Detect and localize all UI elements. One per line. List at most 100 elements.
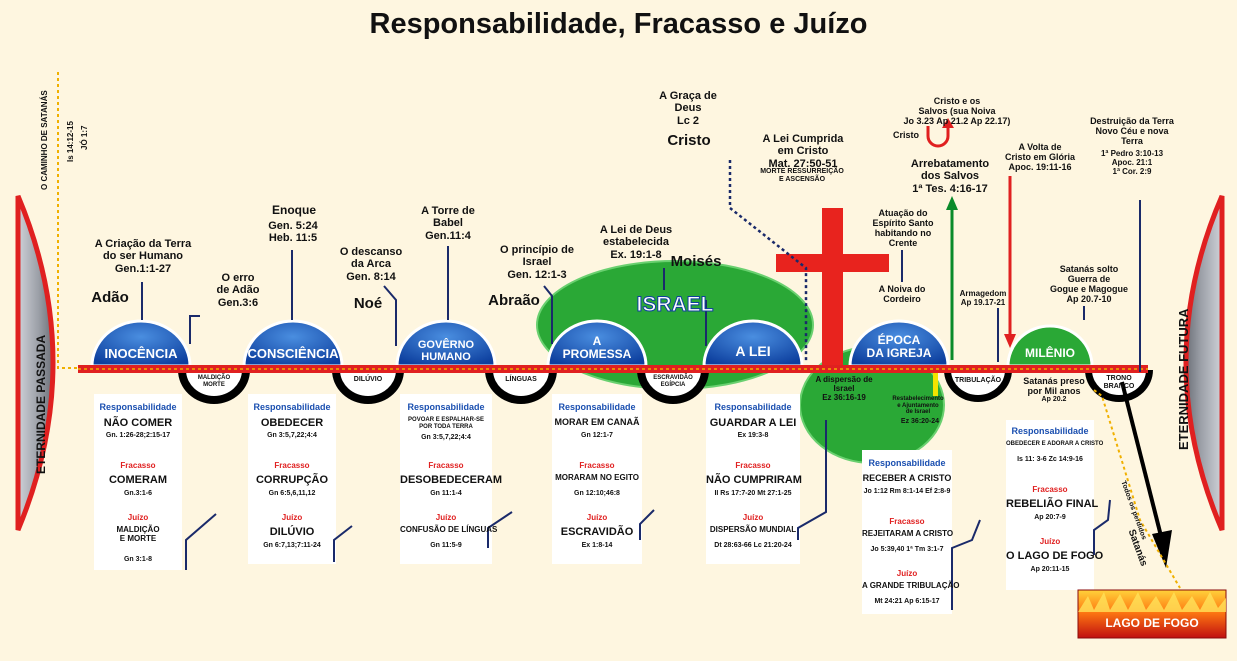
event-restabelecimento: Restabelecimento e Ajuntamento de Israel [892,396,944,416]
rapture-arrow-icon [946,196,958,210]
satan-path-line [57,72,78,369]
panel-judg-ref: Gn 6:7,13;7:11-24 [263,542,321,549]
panel-fail-ref: Gn 6:5,6,11,12 [268,490,316,497]
satan-path-ref2: JÓ 1:7 [80,125,89,150]
event-morte-ressurreicao: MORTE RESSURREIÇÃO E ASCENSÃO [760,168,844,183]
panel-judg-ref: Mt 24:21 Ap 6:15-17 [874,598,940,605]
event-cristo-salvos: Cristo e os Salvos (sua Noiva Jo 3.23 Ap… [903,96,1011,127]
dome-consciencia: CONSCIÊNCIA [247,346,339,361]
israel-label: ISRAEL [636,293,714,317]
panel-resp-label: Responsabilidade [1011,426,1089,436]
panel-resp-label: Responsabilidade [868,458,946,468]
lake-of-fire-box [1077,589,1227,639]
lost-arrow-line [1120,381,1164,541]
cross-horizontal [776,254,889,272]
restoration-marker [933,368,938,396]
event-torre: A Torre de Babel Gen.11:4 [421,205,475,242]
panel-judg-label: Juízo [742,513,764,522]
panel-resp-label: Responsabilidade [558,402,636,412]
panel-judg-value: MALDIÇÃO E MORTE [116,525,160,543]
panel-fail-ref: Jo 5:39,40 1ª Tm 3:1-7 [870,546,944,553]
eternity-past-shape [15,195,56,531]
panel-fail-ref: Ap 20:7-9 [1034,514,1066,521]
panel-judg-ref: Dt 28:63-66 Lc 21:20-24 [714,542,792,549]
event-destruicao: Destruição da Terra Novo Céu e nova Terr… [1090,116,1174,147]
panel-judg-value: DILÚVIO [269,526,315,538]
event-volta: A Volta de Cristo em Glória Apoc. 19:11-… [1004,142,1076,173]
event-destruicao-ref: 1ª Pedro 3:10-13 Apoc. 21:1 1ª Cor. 2:9 [1100,149,1164,176]
panel-fail-ref: Gn 11:1-4 [430,490,462,497]
dip-linguas: LÍNGUAS [505,376,537,383]
panel-fail-label: Fracasso [1032,485,1068,494]
panel-fail-value: REJEITARAM A CRISTO [862,529,954,538]
panel-judg-label: Juízo [1039,537,1061,546]
panel-resp-value: NÃO COMER [103,417,173,429]
event-principio: O princípio de Israel Gen. 12:1-3 [500,244,574,281]
panel-judg-value: DISPERSÃO MUNDIAL [709,525,797,534]
info-panels [94,394,1094,614]
panel-fail-value: COMERAM [108,474,168,486]
eternity-past-label: ETERNIDADE PASSADA [34,334,48,474]
event-noiva: A Noiva do Cordeiro [878,284,926,305]
panel-resp-label: Responsabilidade [99,402,177,412]
person-abraao: Abraão [488,292,540,309]
panel-fail-value: NÃO CUMPRIRAM [706,474,802,486]
panel-judg-value: O LAGO DE FOGO [1006,550,1104,562]
panel-fail-value: REBELIÃO FINAL [1006,498,1099,510]
panel-fail-label: Fracasso [579,461,615,470]
panel-judg-label: Juízo [127,513,149,522]
panel-judg-label: Juízo [586,513,608,522]
dip-escravidao: ESCRAVIDÃO EGÍPCIA [653,375,693,388]
panel-judg-label: Juízo [281,513,303,522]
dome-milenio: MILÊNIO [1025,346,1075,360]
panel-resp-label: Responsabilidade [253,402,331,412]
lake-of-fire-label: LAGO DE FOGO [1105,616,1199,630]
panel-fail-ref: Gn 12:10;46:8 [574,490,620,497]
panel-fail-value: MORARAM NO EGITO [555,473,639,482]
panel-fail-ref: Gn.3:1-6 [123,490,152,497]
panel-resp-value: POVOAR E ESPALHAR-SE POR TODA TERRA [408,417,484,430]
panel-resp-value: OBEDECER E ADORAR A CRISTO [1006,441,1104,447]
panel-resp-ref: Ex 19:3-8 [737,432,769,439]
grace-dotted-line [728,160,808,362]
panel-judg-value: CONFUSÃO DE LÍNGUAS [400,525,498,534]
judgment-dips [178,370,1153,404]
panel-fail-label: Fracasso [428,461,464,470]
event-arca: O descanso da Arca Gen. 8:14 [339,246,403,283]
panel-resp-value: MORAR EM CANAÃ [554,417,640,427]
dome-governo-humano: GOVÊRNO HUMANO [417,339,475,364]
lost-arrow-icon [1152,530,1172,568]
event-restabelecimento-ref: Ez 36:20-24 [900,418,940,425]
return-arrow-icon [1004,334,1016,348]
panel-resp-ref: Gn 12:1-7 [581,432,613,439]
panel-resp-value: RECEBER A CRISTO [862,473,952,483]
eternity-future-label: ETERNIDADE FUTURA [1176,308,1191,450]
panel-resp-value: OBEDECER [260,417,324,429]
event-satanas-preso-ref: Ap 20.2 [1041,396,1067,403]
dip-trono-branco: TRONO BRANCO [1103,375,1135,390]
panel-fail-label: Fracasso [735,461,771,470]
christ-u-icon [926,126,950,148]
satan-dotted-path [1093,389,1181,589]
event-dispersao: A dispersão de Israel Ez 36:16-19 [815,375,873,402]
panel-resp-ref: Is 11: 3-6 Zc 14:9-16 [1017,456,1083,463]
dispensation-domes [90,319,1094,368]
event-criacao: A Criação da Terra do ser Humano Gen.1:1… [94,238,192,275]
person-noe: Noé [353,295,383,312]
event-satanas-preso: Satanás preso por Mil anos [1023,376,1085,397]
event-armagedom: Armagedom Ap 19.17-21 [959,289,1007,307]
panel-judg-label: Juízo [896,569,918,578]
eternity-future-shape [1183,195,1225,531]
panel-judg-value: A GRANDE TRIBULAÇÃO [862,581,960,590]
dome-promessa: A PROMESSA [562,334,632,362]
event-erro: O erro de Adão Gen.3:6 [216,272,260,309]
panel-fail-value: DESOBEDECERAM [400,474,503,486]
dip-diluvio: DILÚVIO [353,376,383,383]
panel-judg-value: ESCRAVIDÃO [560,526,634,538]
person-moises: Moisés [670,253,722,270]
satan-path-label: O CAMINHO DE SATANÁS [40,90,49,190]
dome-inocencia: INOCÊNCIA [104,346,178,361]
connector-lines [141,200,1141,610]
dome-igreja: ÉPOCA DA IGREJA [866,333,932,361]
